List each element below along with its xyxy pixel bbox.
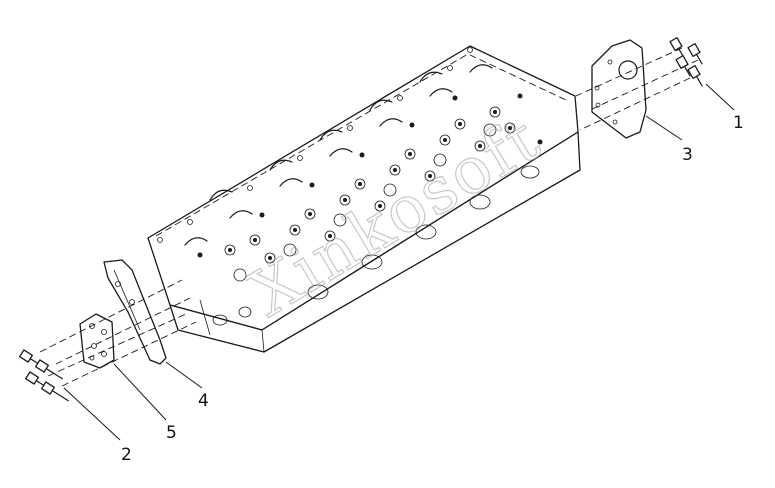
- alignment-lines: [39, 47, 699, 387]
- rear-bracket-plate: [591, 39, 647, 139]
- callout-3: 3: [682, 145, 693, 165]
- valve-train: [197, 93, 543, 282]
- side-ports: [212, 165, 540, 326]
- callout-5: 5: [166, 423, 177, 443]
- callout-2: 2: [121, 445, 132, 465]
- cam-saddles: [184, 64, 493, 246]
- leader-lines: [63, 83, 735, 441]
- front-lifting-bracket: [103, 259, 167, 365]
- callout-1: 1: [733, 113, 744, 133]
- cylinder-head: [147, 45, 581, 353]
- deck-bolt-holes: [157, 47, 473, 243]
- callout-4: 4: [198, 391, 209, 411]
- rear-bolts: [669, 37, 703, 87]
- front-adapter-plate: [79, 313, 115, 369]
- front-bolts: [18, 349, 69, 402]
